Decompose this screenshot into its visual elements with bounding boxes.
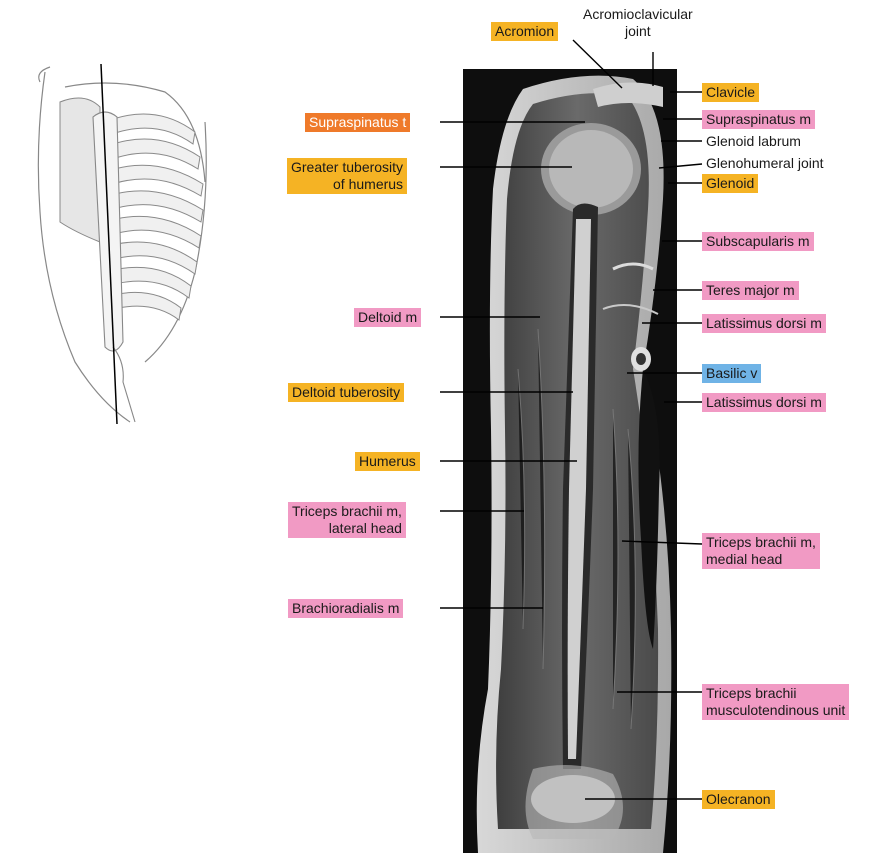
label-brachioradialis-m: Brachioradialis m xyxy=(288,599,403,618)
label-latissimus-dorsi-m-upper: Latissimus dorsi m xyxy=(702,314,826,333)
label-greater-tuberosity: Greater tuberosity of humerus xyxy=(287,158,407,194)
label-clavicle: Clavicle xyxy=(702,83,759,102)
label-teres-major-m: Teres major m xyxy=(702,281,799,300)
label-supraspinatus-m: Supraspinatus m xyxy=(702,110,815,129)
label-latissimus-dorsi-m-lower: Latissimus dorsi m xyxy=(702,393,826,412)
label-triceps-lateral-line1: Triceps brachii m, xyxy=(292,503,402,520)
label-acromion: Acromion xyxy=(491,22,558,41)
label-acromioclavicular-joint: Acromioclavicular joint xyxy=(579,5,697,41)
mri-image xyxy=(463,69,677,853)
label-triceps-medial-head: Triceps brachii m, medial head xyxy=(702,533,820,569)
label-humerus: Humerus xyxy=(355,452,420,471)
orientation-thumbnail xyxy=(5,62,215,424)
label-triceps-medial-line1: Triceps brachii m, xyxy=(706,534,816,551)
label-triceps-lateral-head: Triceps brachii m, lateral head xyxy=(288,502,406,538)
label-glenohumeral-joint: Glenohumeral joint xyxy=(702,154,828,173)
label-olecranon: Olecranon xyxy=(702,790,775,809)
label-deltoid-m: Deltoid m xyxy=(354,308,421,327)
mri-arm-rendering xyxy=(463,69,677,853)
label-acromioclavicular-line1: Acromioclavicular xyxy=(583,6,693,23)
label-supraspinatus-tendon: Supraspinatus t xyxy=(305,113,410,132)
label-glenoid: Glenoid xyxy=(702,174,758,193)
label-glenoid-labrum: Glenoid labrum xyxy=(702,132,805,151)
label-greater-tuberosity-line2: of humerus xyxy=(291,176,403,193)
label-triceps-unit-line2: musculotendinous unit xyxy=(706,702,845,719)
label-triceps-medial-line2: medial head xyxy=(706,551,816,568)
label-acromioclavicular-line2: joint xyxy=(583,23,693,40)
label-triceps-musculotendinous-unit: Triceps brachii musculotendinous unit xyxy=(702,684,849,720)
label-subscapularis-m: Subscapularis m xyxy=(702,232,814,251)
label-deltoid-tuberosity: Deltoid tuberosity xyxy=(288,383,404,402)
label-triceps-unit-line1: Triceps brachii xyxy=(706,685,845,702)
label-basilic-v: Basilic v xyxy=(702,364,761,383)
label-triceps-lateral-line2: lateral head xyxy=(292,520,402,537)
label-greater-tuberosity-line1: Greater tuberosity xyxy=(291,159,403,176)
